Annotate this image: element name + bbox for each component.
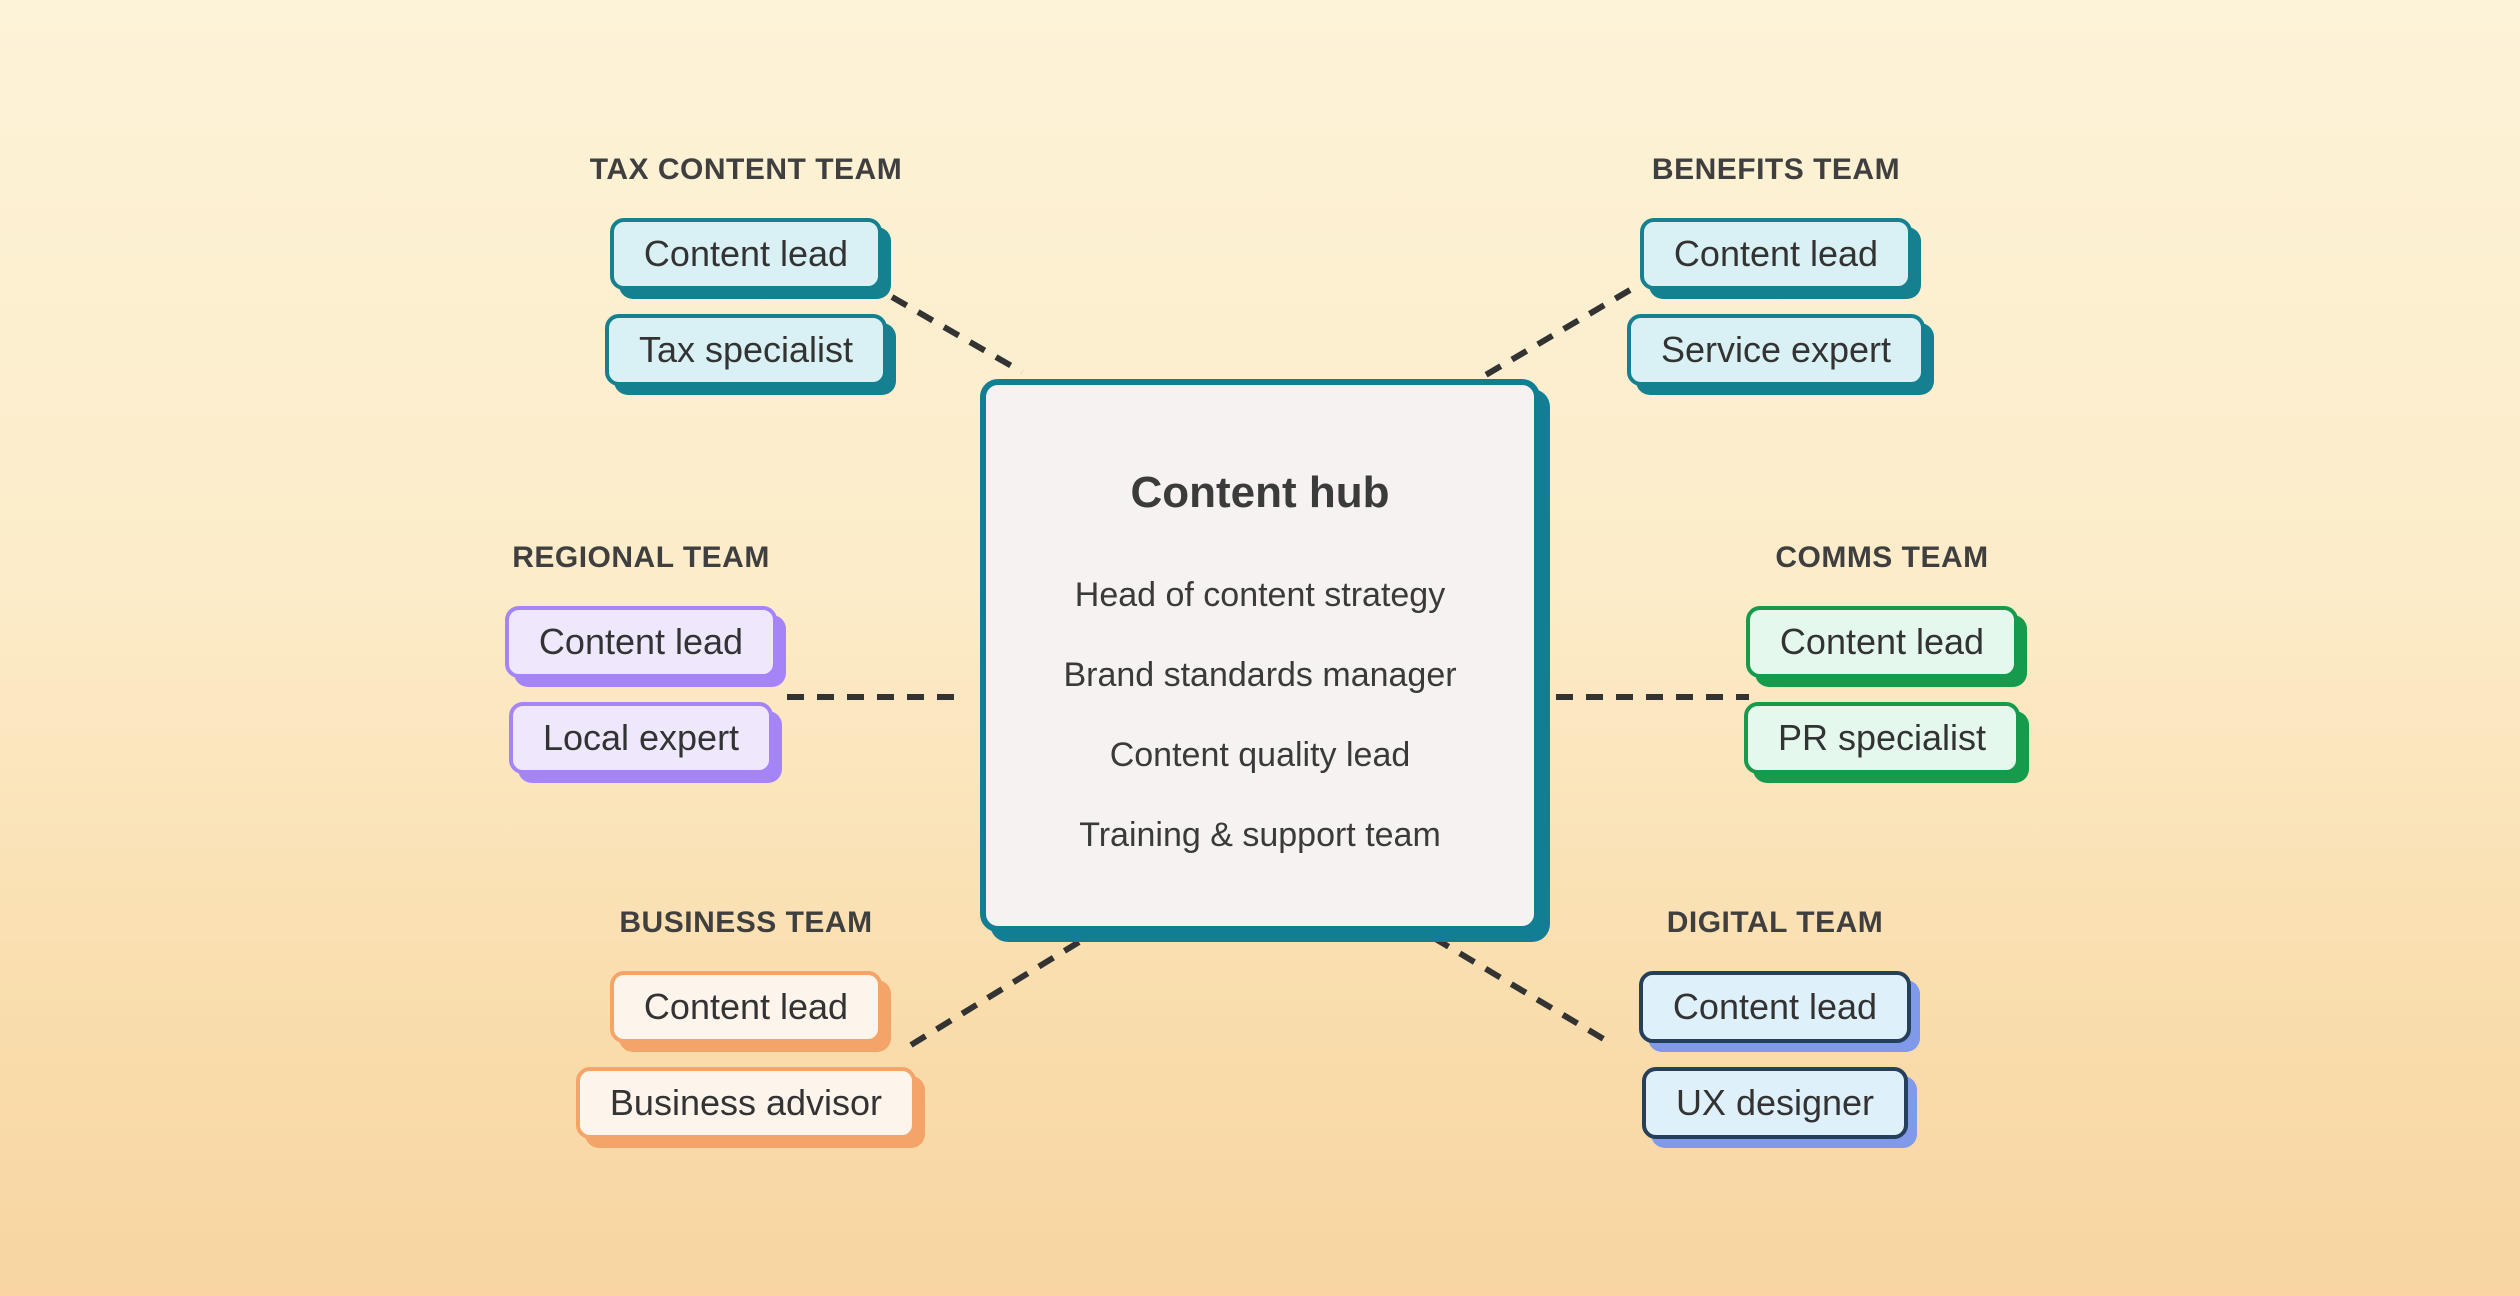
team-regional: REGIONAL TEAM Content lead Local expert	[391, 540, 891, 774]
team-regional-label: REGIONAL TEAM	[512, 541, 770, 574]
role-tax-content-lead: Content lead	[609, 218, 883, 290]
team-benefits: BENEFITS TEAM Content lead Service exper…	[1526, 152, 2026, 386]
team-digital: DIGITAL TEAM Content lead UX designer	[1525, 905, 2025, 1139]
content-hub-title: Content hub	[1130, 468, 1390, 517]
team-comms-label: COMMS TEAM	[1775, 541, 1989, 574]
role-comms-content-lead: Content lead	[1745, 606, 2019, 678]
content-hub-roles: Head of content strategy Brand standards…	[1063, 575, 1456, 855]
role-regional-content-lead: Content lead	[504, 606, 778, 678]
role-digital-content-lead: Content lead	[1638, 971, 1912, 1043]
role-pr-specialist: PR specialist	[1743, 702, 2021, 774]
team-business: BUSINESS TEAM Content lead Business advi…	[496, 905, 996, 1139]
role-benefits-content-lead: Content lead	[1639, 218, 1913, 290]
connector-tax-hub	[890, 294, 1024, 375]
team-business-label: BUSINESS TEAM	[619, 906, 873, 939]
hub-role-brand-standards-manager: Brand standards manager	[1063, 656, 1457, 694]
team-comms: COMMS TEAM Content lead PR specialist	[1632, 540, 2132, 774]
content-hub-box: Content hub Head of content strategy Bra…	[980, 379, 1540, 932]
role-service-expert: Service expert	[1626, 314, 1926, 386]
team-digital-label: DIGITAL TEAM	[1666, 906, 1884, 939]
team-benefits-label: BENEFITS TEAM	[1651, 153, 1901, 186]
team-tax-content: TAX CONTENT TEAM Content lead Tax specia…	[496, 152, 996, 386]
hub-role-content-quality-lead: Content quality lead	[1109, 736, 1411, 774]
hub-role-training-support-team: Training & support team	[1079, 816, 1441, 854]
role-tax-specialist: Tax specialist	[604, 314, 888, 386]
role-business-advisor: Business advisor	[575, 1067, 917, 1139]
connector-digital-hub	[1432, 935, 1614, 1047]
role-business-content-lead: Content lead	[609, 971, 883, 1043]
role-ux-designer: UX designer	[1641, 1067, 1909, 1139]
hub-role-head-of-content-strategy: Head of content strategy	[1074, 576, 1446, 614]
team-tax-label: TAX CONTENT TEAM	[589, 153, 903, 186]
role-local-expert: Local expert	[508, 702, 774, 774]
connector-business-hub	[909, 931, 1094, 1048]
